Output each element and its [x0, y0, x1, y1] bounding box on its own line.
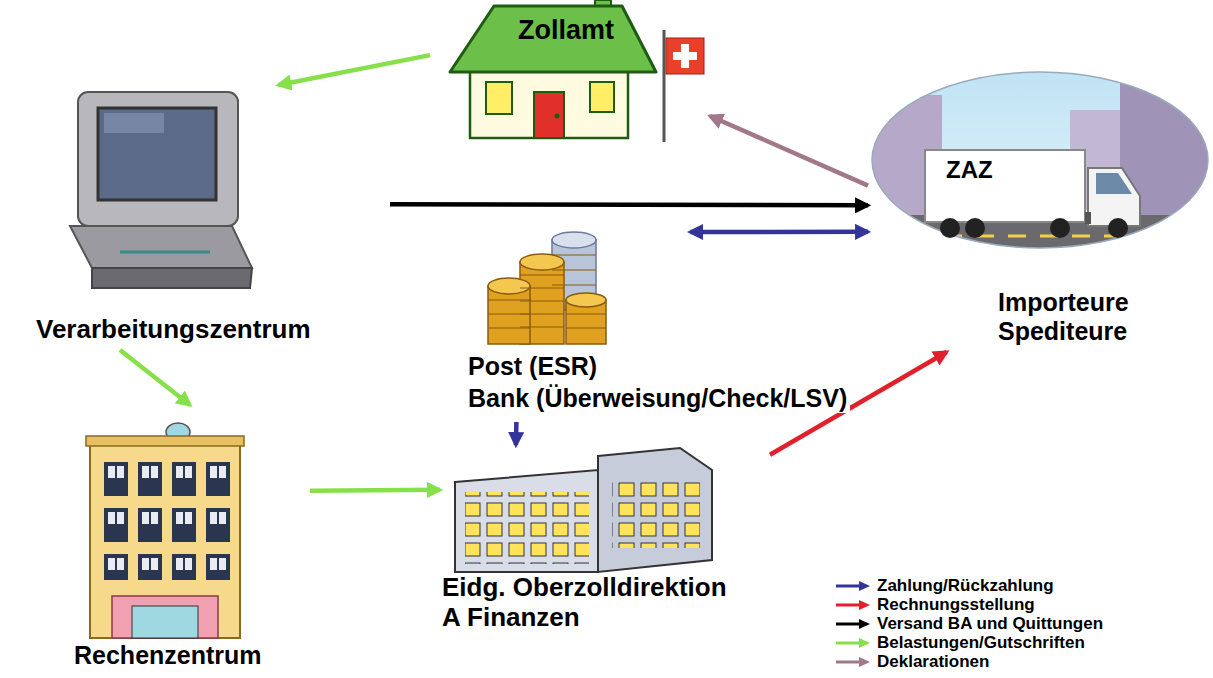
node-title: Eidg. Oberzolldirektion A Finanzen: [442, 573, 738, 633]
flow-arrow: [514, 422, 519, 445]
flow-arrow: [120, 350, 190, 405]
legend-row: Belastungen/Gutschriften: [835, 633, 1103, 652]
flow-arrow: [278, 55, 430, 85]
legend-row: Versand BA und Quittungen: [835, 614, 1103, 633]
legend-row: Deklarationen: [835, 652, 1103, 671]
importers: ZAZ Importeure Spediteure: [868, 70, 1210, 352]
legend-text: Zahlung/Rückzahlung: [877, 576, 1054, 596]
legend-row: Zahlung/Rückzahlung: [835, 576, 1103, 595]
legend-text: Rechnungsstellung: [877, 595, 1035, 615]
coin-stacks: [488, 232, 606, 344]
legend-text: Belastungen/Gutschriften: [877, 633, 1085, 653]
legend-swatch: [835, 655, 871, 669]
legend-swatch: [835, 598, 871, 612]
legend-text: Deklarationen: [877, 652, 989, 672]
customs-house: [450, 0, 704, 142]
legend-row: Rechnungsstellung: [835, 595, 1103, 614]
headquarters: Eidg. Oberzolldirektion A Finanzen: [440, 445, 770, 640]
legend: Zahlung/RückzahlungRechnungsstellungVers…: [835, 576, 1103, 671]
truck-scene: [872, 70, 1212, 255]
flow-arrow: [310, 488, 440, 493]
node-subtitle: Bank (Überweisung/Check/LSV): [465, 384, 850, 413]
node-title: Zollamt: [518, 15, 614, 46]
customs-office: Zollamt: [430, 0, 710, 145]
flow-arrow: [690, 230, 868, 235]
payment-channels: Post (ESR) Bank (Überweisung/Check/LSV): [460, 232, 930, 422]
truck-lettering: ZAZ: [946, 156, 993, 184]
node-title: Verarbeitungszentrum: [36, 315, 311, 345]
flow-arrow: [710, 116, 868, 186]
node-title: Post (ESR): [465, 352, 600, 381]
computing-centre-building: [86, 423, 244, 638]
legend-swatch: [835, 636, 871, 650]
node-title: Rechenzentrum: [74, 641, 262, 670]
computing-centre: Rechenzentrum: [70, 405, 310, 673]
processing-centre: Verarbeitungszentrum: [30, 85, 390, 350]
node-title: Importeure Spediteure: [998, 288, 1148, 346]
legend-swatch: [835, 579, 871, 593]
computer-icon: [70, 92, 252, 288]
flow-arrow: [390, 204, 868, 205]
legend-text: Versand BA und Quittungen: [877, 614, 1103, 634]
headquarters-building: [455, 448, 712, 572]
legend-swatch: [835, 617, 871, 631]
